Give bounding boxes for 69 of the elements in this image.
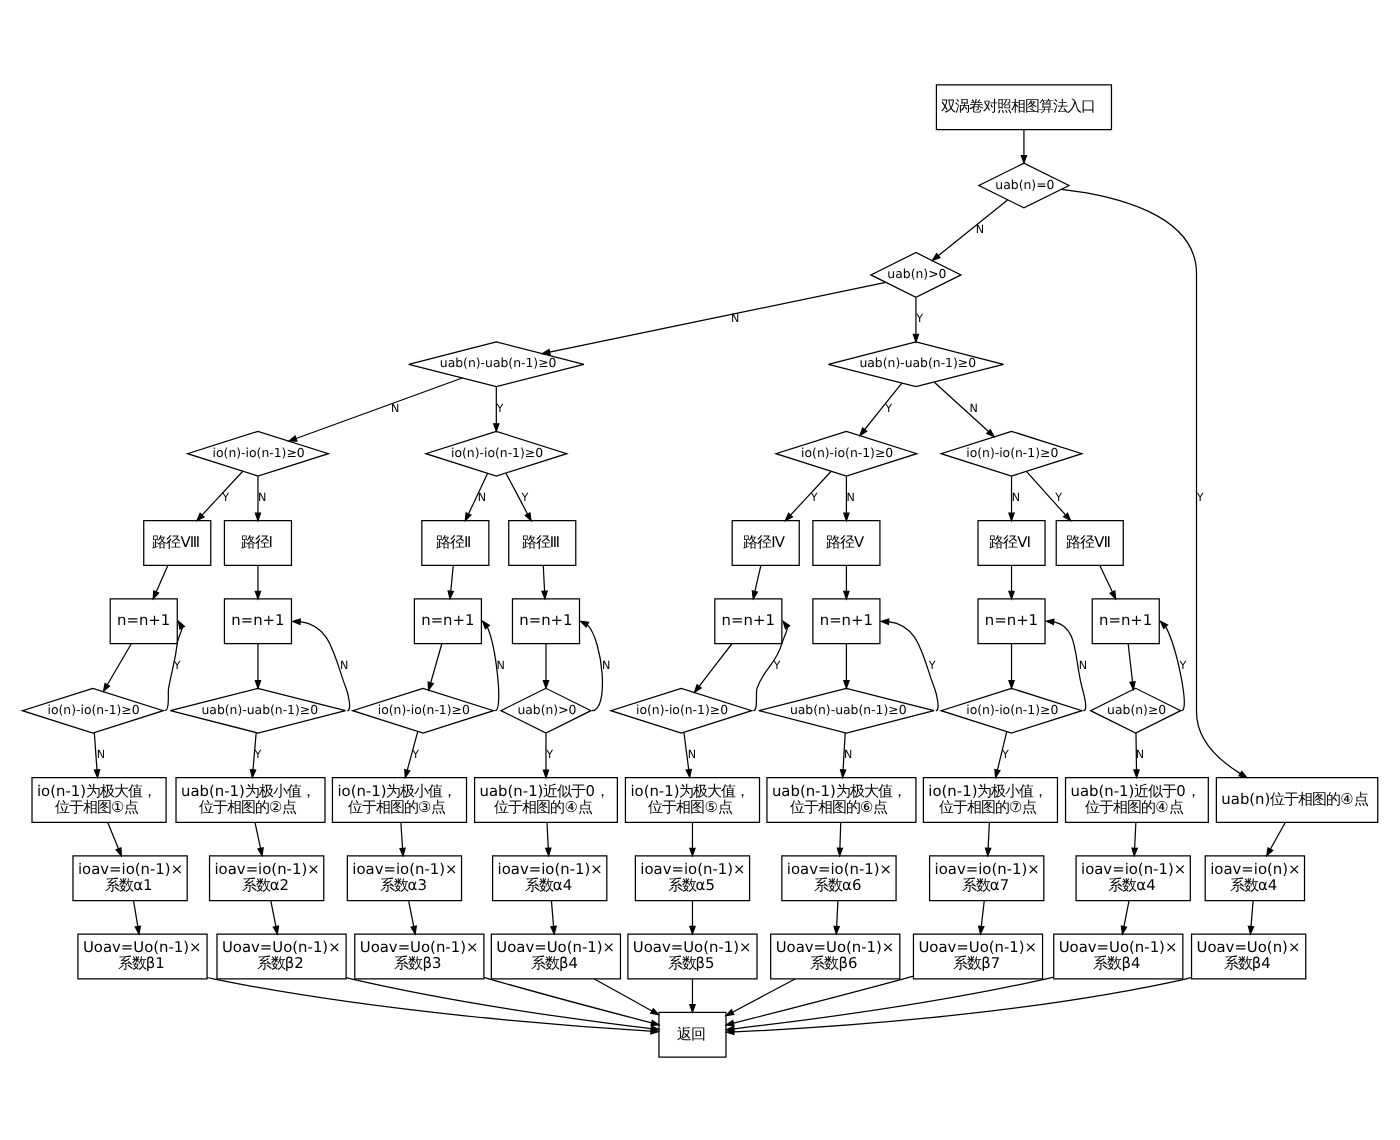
arrow	[505, 471, 532, 522]
arrow	[751, 564, 762, 600]
arrow	[683, 730, 693, 778]
arrow	[836, 821, 844, 857]
arrow	[481, 618, 500, 711]
arrow	[542, 642, 550, 690]
arrow	[879, 617, 939, 711]
arrow	[784, 469, 832, 521]
arrow	[254, 642, 262, 690]
arrow	[404, 730, 419, 779]
arrow	[842, 642, 850, 690]
arrow	[427, 642, 443, 691]
arrow	[1131, 821, 1139, 857]
arrow	[689, 977, 696, 1014]
arrow	[399, 821, 406, 857]
arrow	[287, 376, 463, 441]
arrow	[984, 821, 992, 857]
arrow	[550, 899, 557, 935]
arrow	[1008, 642, 1015, 690]
arrow	[164, 618, 186, 711]
arrow	[133, 899, 142, 935]
arrow	[1020, 128, 1028, 164]
arrow	[492, 385, 500, 433]
arrow	[579, 619, 604, 711]
arrow	[152, 564, 169, 600]
arrow	[1044, 617, 1087, 711]
arrow	[254, 564, 262, 600]
arrow	[724, 974, 915, 1026]
arrow	[270, 899, 280, 935]
arrow	[931, 198, 1009, 261]
arrow	[249, 731, 257, 779]
arrow	[1120, 899, 1130, 935]
arrow	[689, 821, 696, 857]
arrow	[977, 899, 985, 935]
arrow	[933, 380, 996, 437]
arrow	[1127, 642, 1136, 691]
arrow	[693, 642, 733, 693]
arrow	[1008, 564, 1015, 600]
arrow	[195, 469, 244, 521]
arrow	[689, 899, 696, 935]
arrow	[1060, 187, 1249, 778]
arrow	[593, 977, 661, 1015]
arrow	[1008, 474, 1015, 522]
arrow	[839, 731, 847, 779]
arrow	[107, 821, 123, 857]
arrow	[290, 617, 351, 711]
arrow	[254, 821, 264, 857]
arrow	[724, 977, 796, 1016]
arrow	[842, 564, 850, 600]
arrow	[858, 381, 903, 436]
arrow	[833, 899, 841, 935]
arrow	[1026, 470, 1072, 521]
arrow	[408, 899, 417, 935]
arrow	[541, 564, 548, 600]
arrow	[464, 471, 489, 522]
arrow	[483, 975, 661, 1026]
arrow	[254, 474, 262, 522]
arrow	[1159, 618, 1185, 711]
arrow	[1265, 821, 1286, 857]
arrow	[994, 730, 1008, 779]
arrow	[842, 474, 850, 522]
arrow	[752, 618, 791, 711]
arrow	[1099, 564, 1117, 600]
arrow	[447, 564, 455, 600]
arrow	[540, 280, 887, 355]
arrow	[102, 642, 132, 692]
arrow	[544, 821, 552, 857]
arrow	[1247, 899, 1255, 935]
arrow	[93, 731, 101, 779]
